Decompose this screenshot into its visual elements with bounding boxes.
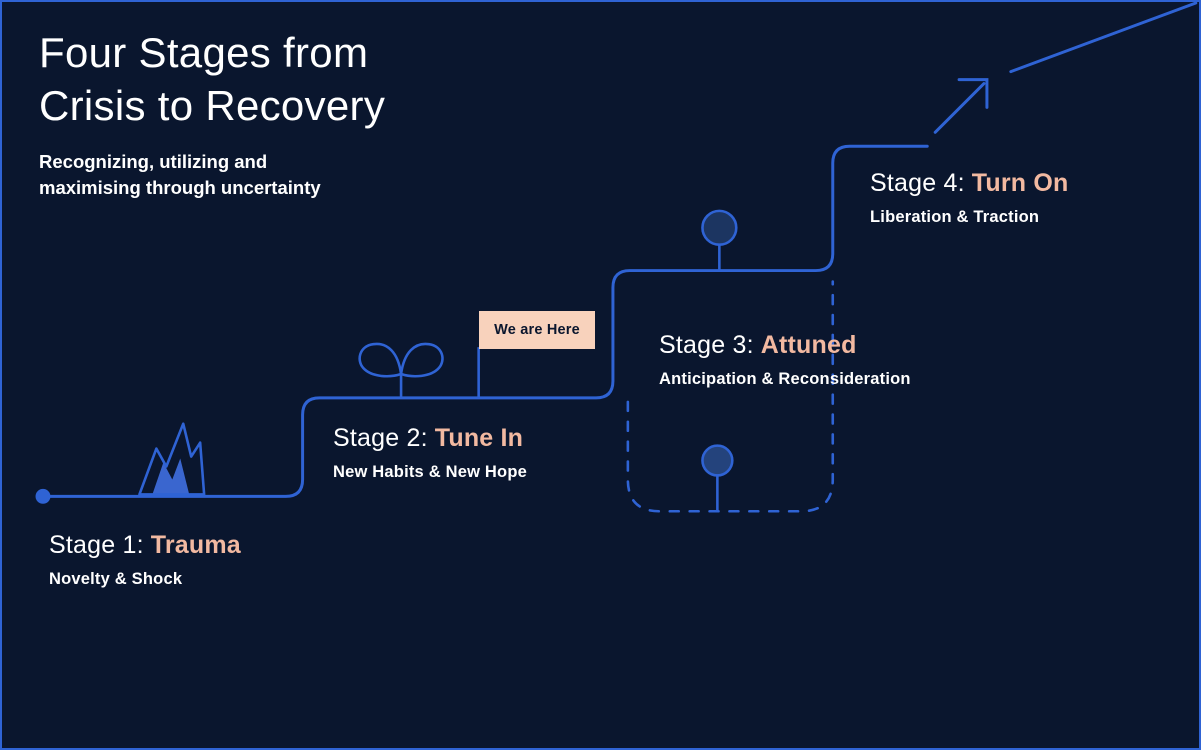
stage-1-title: Stage 1:Trauma xyxy=(49,531,241,560)
page-subtitle: Recognizing, utilizing and maximising th… xyxy=(39,149,321,202)
stage-4-subtitle: Liberation & Traction xyxy=(870,208,1040,226)
stage-1-label: Stage 1:Trauma Novelty & Shock xyxy=(49,531,241,589)
stage-4-label: Stage 4:Turn On Liberation & Traction xyxy=(870,169,1068,227)
stage-1-prefix: Stage 1: xyxy=(49,531,144,559)
stage-3-name: Attuned xyxy=(760,331,857,359)
stage-4-title: Stage 4:Turn On xyxy=(870,169,1068,198)
arrow-up-right-icon xyxy=(933,78,989,134)
subtitle-line-2: maximising through uncertainty xyxy=(39,177,321,199)
title-line-2: Crisis to Recovery xyxy=(39,82,386,130)
journey-path xyxy=(41,144,929,498)
stage-2-name: Tune In xyxy=(434,424,524,452)
balloon-icon-top xyxy=(701,209,738,271)
stage-4-prefix: Stage 4: xyxy=(870,169,965,197)
we-are-here-label: We are Here xyxy=(494,322,580,338)
stage-3-label: Stage 3:Attuned Anticipation & Reconside… xyxy=(659,331,911,389)
stage-4-name: Turn On xyxy=(971,169,1069,197)
we-are-here-flag: We are Here xyxy=(479,311,595,349)
stage-3-subtitle: Anticipation & Reconsideration xyxy=(659,370,911,388)
rising-line xyxy=(1009,2,1198,74)
stage-2-prefix: Stage 2: xyxy=(333,424,428,452)
stage-1-subtitle: Novelty & Shock xyxy=(49,570,183,588)
title-line-1: Four Stages from xyxy=(39,29,369,76)
sprout-icon xyxy=(358,342,444,398)
flame-icon xyxy=(138,422,206,496)
balloon-icon-bottom xyxy=(701,444,734,511)
stage-1-name: Trauma xyxy=(150,531,241,559)
page-title: Four Stages from Crisis to Recovery xyxy=(39,26,385,133)
stage-2-label: Stage 2:Tune In New Habits & New Hope xyxy=(333,424,527,482)
stage-3-title: Stage 3:Attuned xyxy=(659,331,911,360)
stage-3-prefix: Stage 3: xyxy=(659,331,754,359)
dashed-detour-path xyxy=(626,280,835,513)
start-dot-icon xyxy=(35,488,51,504)
stage-2-subtitle: New Habits & New Hope xyxy=(333,463,527,481)
stage-2-title: Stage 2:Tune In xyxy=(333,424,527,453)
subtitle-line-1: Recognizing, utilizing and xyxy=(39,151,268,172)
